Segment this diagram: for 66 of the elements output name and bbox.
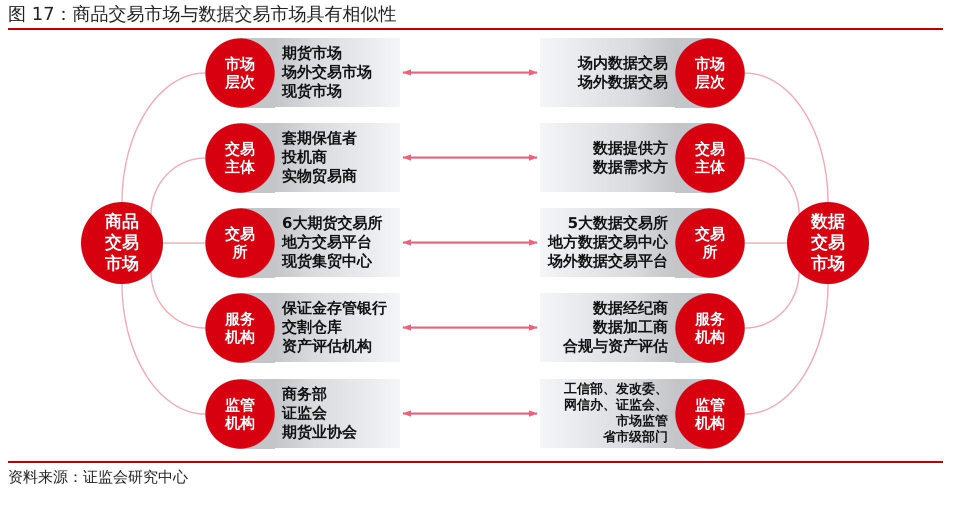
figure-title: 图 17：商品交易市场与数据交易市场具有相似性	[8, 4, 397, 26]
category-label: 交易所	[694, 225, 726, 261]
item-band	[275, 293, 400, 362]
category-label: 服务机构	[224, 310, 256, 346]
item-band	[540, 293, 675, 362]
list-item: 地方交易平台	[282, 233, 372, 252]
list-item: 现货市场	[282, 82, 342, 101]
category-label: 交易主体	[224, 140, 256, 176]
list-item: 数据需求方	[593, 158, 668, 176]
category-label: 监管机构	[694, 396, 726, 432]
list-item: 工信部、发改委、网信办、证监会、市场监管	[563, 382, 668, 430]
double-arrow	[402, 239, 538, 246]
connector-line	[121, 284, 206, 415]
item-band	[275, 379, 400, 448]
connector-line	[163, 242, 205, 244]
list-item: 期货市场	[282, 44, 342, 63]
connector-line	[150, 272, 206, 329]
list-item: 现货集贸中心	[282, 252, 372, 271]
list-item: 场外数据交易	[578, 72, 668, 92]
list-item: 证监会	[282, 404, 327, 423]
list-item: 数据提供方	[593, 138, 668, 158]
double-arrow	[402, 324, 538, 331]
hub-label: 商品交易市场	[104, 212, 140, 274]
double-arrow	[402, 410, 538, 417]
connector-line	[744, 284, 829, 415]
source-note: 资料来源：证监会研究中心	[8, 468, 188, 487]
category-label: 服务机构	[694, 310, 726, 346]
list-item: 套期保值者	[282, 129, 357, 148]
list-item: 期货业协会	[282, 423, 357, 442]
list-item: 商务部	[282, 385, 327, 404]
item-band	[540, 38, 675, 107]
list-item: 数据经纪商	[593, 299, 668, 318]
double-arrow	[402, 154, 538, 161]
item-band	[275, 123, 400, 192]
list-item: 5大数据交易所	[568, 214, 668, 233]
hub-label: 数据交易市场	[810, 212, 846, 274]
category-label: 交易主体	[694, 140, 726, 176]
connector-line	[744, 272, 800, 329]
double-arrow	[402, 69, 538, 76]
connector-line	[744, 72, 829, 202]
list-item: 省市级部门	[603, 430, 668, 446]
item-band	[540, 379, 675, 448]
item-band	[540, 208, 675, 277]
list-item: 场内数据交易	[578, 54, 668, 72]
item-band	[275, 208, 400, 277]
list-item: 交割仓库	[282, 318, 342, 337]
list-item: 合规与资产评估	[563, 337, 668, 356]
list-item: 6大期货交易所	[282, 214, 382, 233]
connector-line	[121, 72, 206, 202]
list-item: 实物贸易商	[282, 167, 357, 186]
category-label: 市场层次	[224, 55, 256, 91]
list-item: 场外数据交易平台	[548, 252, 668, 271]
connector-line	[150, 157, 206, 214]
category-label: 监管机构	[224, 396, 256, 432]
connector-line	[745, 242, 787, 244]
list-item: 保证金存管银行	[282, 299, 387, 318]
list-item: 场外交易市场	[282, 63, 372, 82]
list-item: 投机商	[282, 148, 327, 167]
list-item: 数据加工商	[593, 318, 668, 337]
list-item: 地方数据交易中心	[548, 233, 668, 252]
list-item: 资产评估机构	[282, 337, 372, 356]
category-label: 交易所	[224, 225, 256, 261]
category-label: 市场层次	[694, 55, 726, 91]
item-band	[540, 123, 675, 192]
connector-line	[744, 157, 800, 214]
item-band	[275, 38, 400, 107]
